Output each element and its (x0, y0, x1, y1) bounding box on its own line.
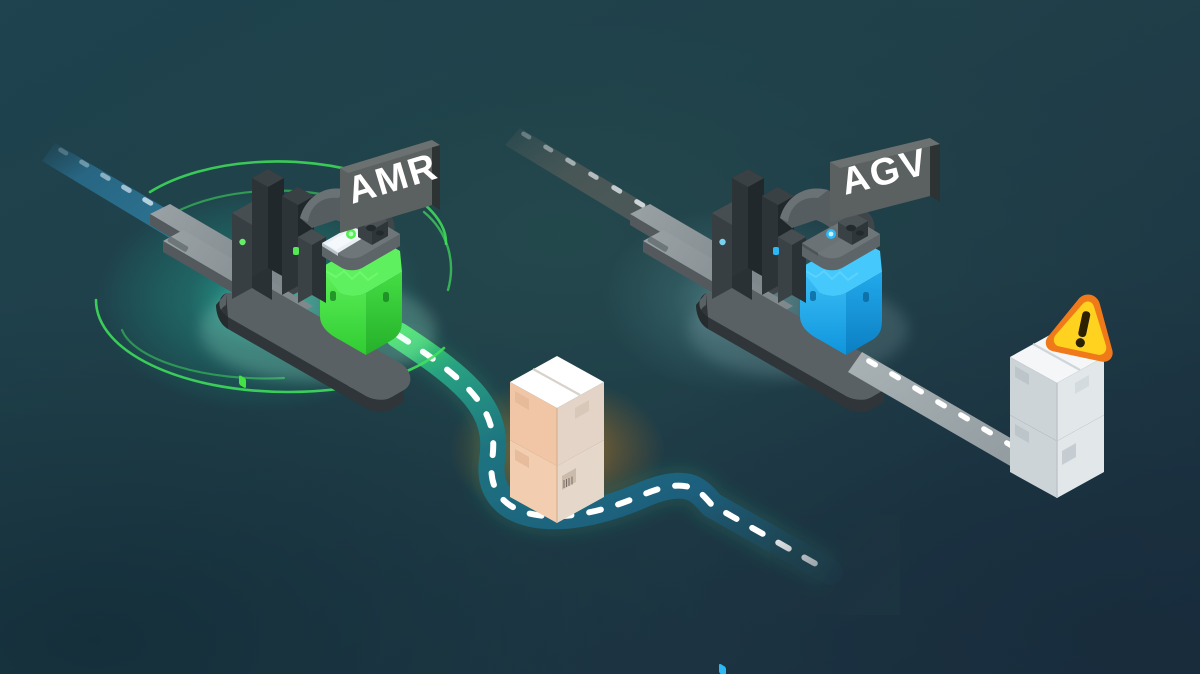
agv-chassis (696, 283, 891, 412)
agv-screen[interactable] (802, 226, 848, 256)
label-plate-agv: AGV (830, 138, 940, 222)
label-plate-amr: AMR (340, 140, 443, 233)
obstacle-boxes-left (510, 356, 604, 523)
amr-path-outgoing (385, 318, 900, 615)
amr-chassis (216, 283, 411, 412)
amr-robot[interactable] (150, 169, 436, 412)
agv-sensor-module (826, 213, 868, 245)
collision-warning-icon[interactable] (1044, 288, 1124, 364)
agv-robot[interactable] (630, 169, 908, 674)
